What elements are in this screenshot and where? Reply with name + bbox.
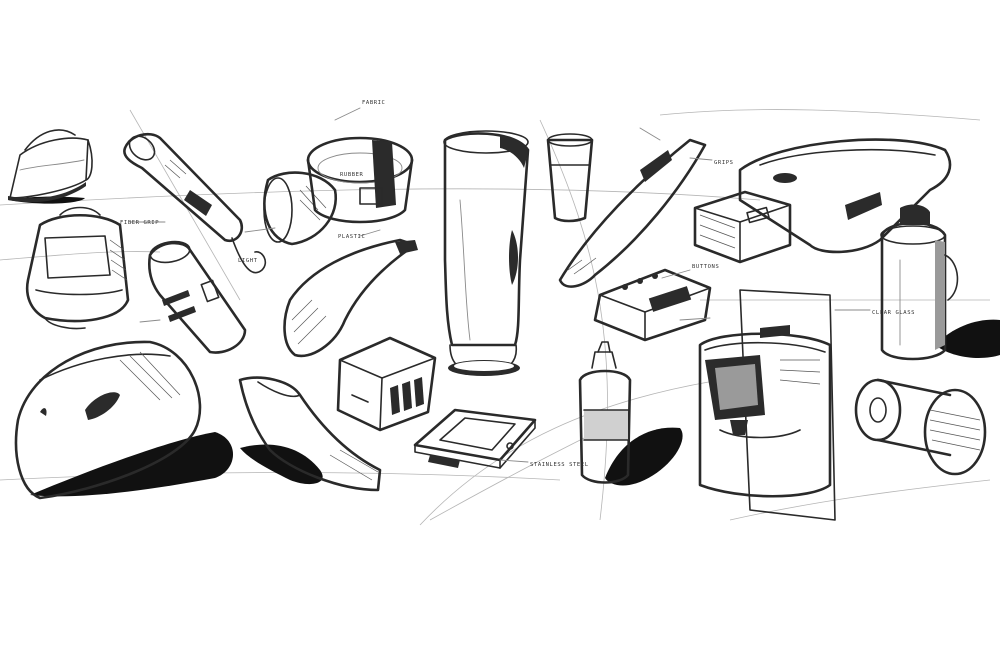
toaster-cube-sketch	[336, 336, 437, 432]
display-device-sketch	[593, 268, 712, 342]
note-grips: GRIPS	[714, 160, 734, 166]
screen-device-sketch	[25, 206, 130, 330]
coffee-machine-sketch	[698, 289, 836, 521]
dispenser-bottle-sketch	[578, 341, 632, 484]
strap-device-sketch	[8, 129, 93, 203]
spool-roll-sketch	[854, 378, 987, 476]
note-light: LIGHT	[238, 258, 258, 264]
tapered-light-sketch	[148, 240, 247, 354]
mouse-shell-sketch	[14, 340, 202, 500]
note-stainless-steel: STAINLESS STEEL	[530, 462, 589, 468]
pen-device-sketch	[558, 138, 707, 288]
band-ring-sketch	[306, 136, 414, 224]
annotations: FIBER GRIP PLASTIC LIGHT RUBBER FABRIC G…	[120, 100, 915, 468]
flat-tray-sketch	[413, 408, 537, 469]
note-buttons: BUTTONS	[692, 264, 719, 270]
small-cup-sketch	[546, 133, 594, 223]
tall-tumbler-sketch	[443, 130, 530, 376]
leader-lines	[129, 107, 871, 463]
note-rubber: RUBBER	[340, 172, 364, 178]
bulb-lamp-sketch	[263, 171, 338, 246]
cast-shadows	[8, 196, 1000, 497]
curved-handle-sketch	[283, 238, 418, 358]
drawer-box-sketch	[693, 138, 952, 264]
capped-bottle-sketch	[880, 204, 959, 361]
note-fiber-grip: FIBER GRIP	[120, 220, 159, 226]
note-fabric: FABRIC	[362, 100, 385, 106]
note-plastic: PLASTIC	[338, 234, 365, 240]
note-clear-glass: CLEAR GLASS	[872, 310, 915, 316]
flashlight-sketch	[123, 132, 267, 274]
scraper-container-sketch	[238, 376, 382, 492]
